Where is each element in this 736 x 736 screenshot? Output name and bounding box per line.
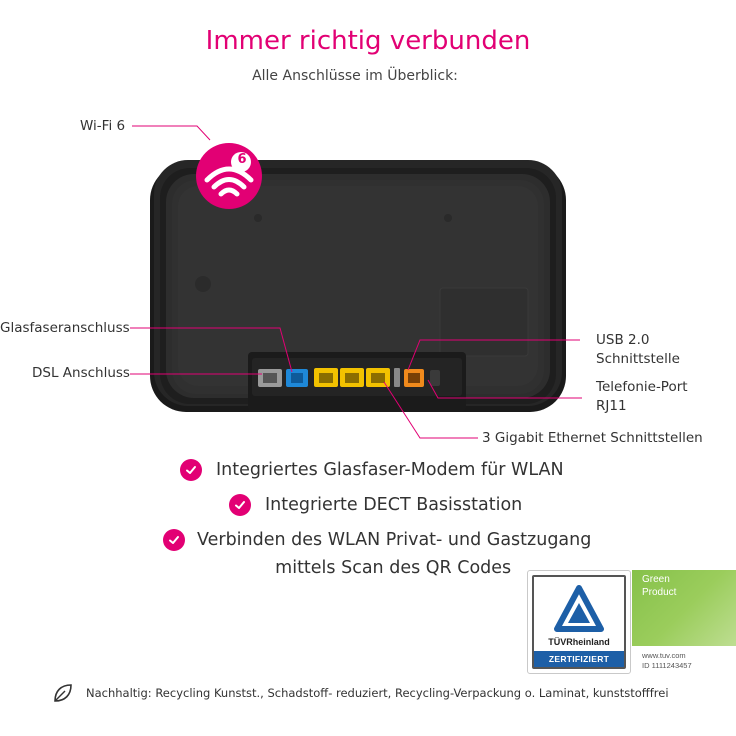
feature-text-line2: mittels Scan des QR Codes [275,558,512,578]
check-icon [163,529,185,551]
usb-port [394,368,400,387]
green-title-line2: Product [642,587,677,598]
green-title-line1: Green [642,574,670,585]
dsl-label: DSL Anschluss [32,365,130,381]
tuv-status: ZERTIFIZIERT [534,651,624,667]
ethernet-label: 3 Gigabit Ethernet Schnittstellen [482,430,703,446]
footer-text: Nachhaltig: Recycling Kunstst., Schadsto… [86,686,669,700]
green-url: www.tuv.com [642,651,686,660]
page-subtitle: Alle Anschlüsse im Überblick: [252,68,458,84]
tuv-name: TÜVRheinland [548,637,610,647]
tuv-certification-badge: TÜVRheinland ZERTIFIZIERT [527,570,631,674]
feature-text-line1: Verbinden des WLAN Privat- und Gastzugan… [197,530,592,550]
usb-label-line1: USB 2.0 [596,332,650,348]
usb-label-line2: Schnittstelle [596,351,680,367]
feature-item-wlan-qr: Verbinden des WLAN Privat- und Gastzugan… [163,526,592,582]
check-icon [229,494,251,516]
wifi-label: Wi-Fi 6 [80,118,126,134]
sustainability-footer: Nachhaltig: Recycling Kunstst., Schadsto… [52,682,669,704]
check-icon [180,459,202,481]
tuv-triangle-icon [554,585,604,632]
feature-item-glasfaser-modem: Integriertes Glasfaser-Modem für WLAN [180,459,564,481]
green-id: ID 1111243457 [642,661,692,670]
feature-text: Integriertes Glasfaser-Modem für WLAN [216,460,564,480]
telefon-label-line1: Telefonie-Port [596,379,688,395]
glasfaser-label: Glasfaseranschluss [0,320,130,336]
leaf-icon [54,684,72,702]
wifi-6-badge-number: 6 [237,152,247,167]
telefon-label-line2: RJ11 [596,398,627,414]
feature-item-dect: Integrierte DECT Basisstation [229,494,522,516]
wifi-6-icon [196,143,262,209]
feature-text: Integrierte DECT Basisstation [265,495,523,515]
green-product-badge: Green Product www.tuv.com ID 1111243457 [632,570,736,674]
page-title: Immer richtig verbunden [205,26,531,56]
